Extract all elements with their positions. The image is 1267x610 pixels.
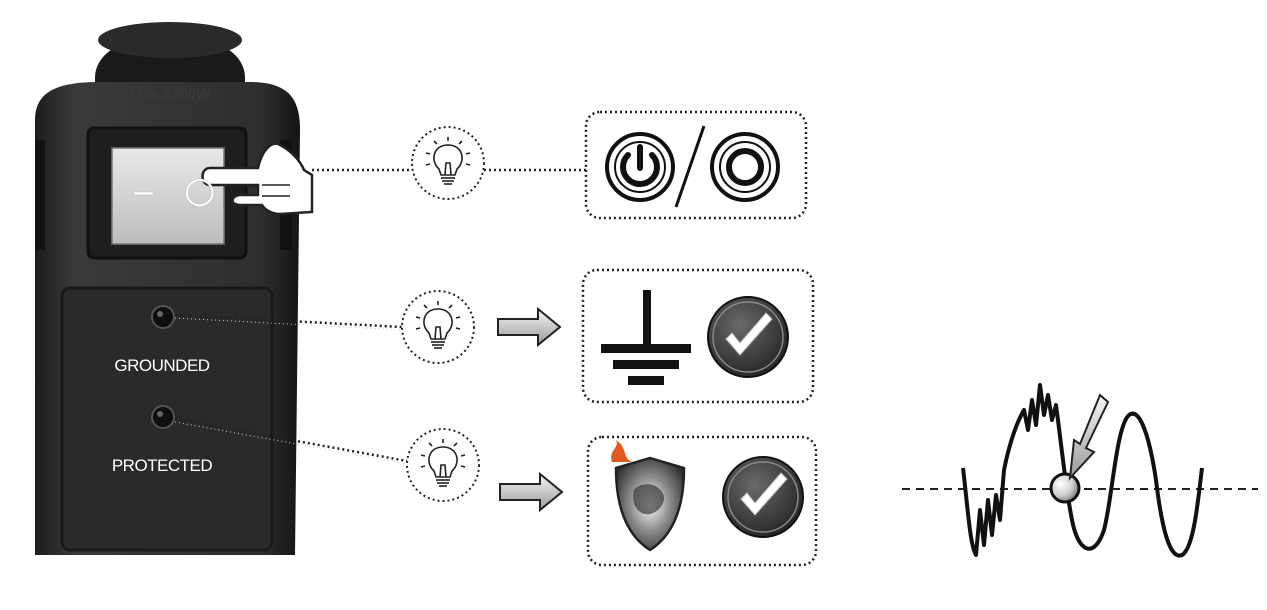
off-circle-icon bbox=[710, 132, 780, 202]
connector-lines bbox=[174, 168, 586, 463]
light-bulb-icon bbox=[411, 126, 485, 200]
ground-symbol-icon bbox=[601, 290, 691, 385]
grounded-callout bbox=[581, 268, 815, 404]
switch-off-symbol: ○ bbox=[184, 170, 216, 211]
right-arrow-icon bbox=[497, 308, 561, 346]
pointing-hand-icon bbox=[201, 142, 314, 216]
power-icon bbox=[605, 132, 675, 202]
switch-on-symbol: – bbox=[134, 172, 153, 210]
right-arrow-icon bbox=[499, 473, 563, 511]
down-arrow-icon bbox=[1068, 393, 1110, 481]
surge-waveform-icon bbox=[902, 383, 1258, 558]
surge-point-marker bbox=[1049, 472, 1081, 504]
protected-led bbox=[151, 405, 175, 429]
max-rating-label: Max 3500W bbox=[128, 86, 212, 103]
shield-icon bbox=[611, 440, 686, 552]
checkmark-icon bbox=[722, 456, 804, 538]
protected-label: PROTECTED bbox=[111, 456, 213, 475]
checkmark-icon bbox=[707, 296, 789, 378]
light-bulb-icon bbox=[401, 290, 475, 364]
protected-callout bbox=[586, 435, 818, 567]
power-switch-callout bbox=[584, 110, 808, 220]
grounded-led bbox=[151, 305, 175, 329]
light-bulb-icon bbox=[406, 428, 480, 502]
grounded-label: GROUNDED bbox=[114, 356, 210, 375]
